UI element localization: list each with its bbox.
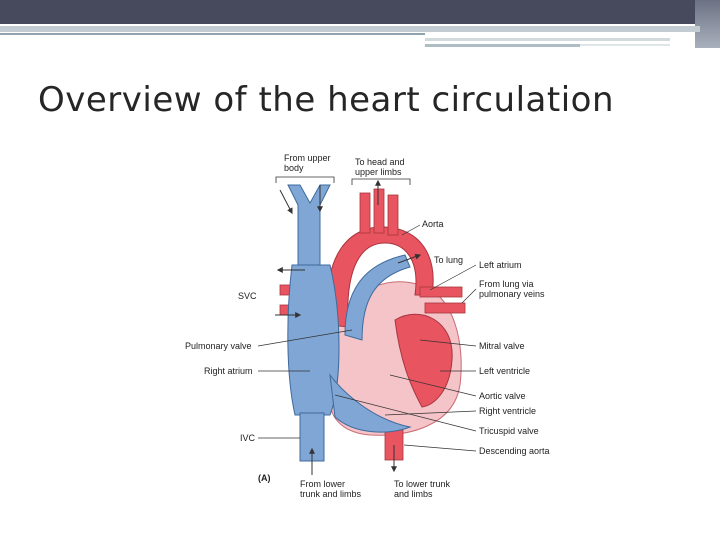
label-from-upper-body: From upper body [284, 153, 333, 173]
pulmonary-vein-1 [419, 286, 463, 298]
head-vessel-3 [387, 194, 399, 236]
arrow-from-upper-body-1 [279, 189, 293, 215]
label-right-atrium: Right atrium [204, 366, 253, 376]
slide-header-rule-accent [0, 33, 425, 35]
right-atrium [287, 264, 340, 416]
left-ventricle [394, 313, 453, 408]
pulmonary-trunk [344, 254, 411, 341]
bracket-head-limbs [351, 178, 411, 185]
label-aortic-valve: Aortic valve [479, 391, 526, 401]
label-right-ventricle: Right ventricle [479, 406, 536, 416]
bracket-upper-body [275, 176, 335, 183]
label-from-lung: From lung via pulmonary veins [479, 279, 545, 299]
slide-header-rule-right-thin [580, 44, 670, 46]
label-from-lower: From lower trunk and limbs [300, 479, 362, 499]
leader-aortic-valve [389, 374, 477, 397]
slide-header-rule [0, 26, 700, 32]
slide-header-rule-right [425, 38, 670, 41]
slide-title: Overview of the heart circulation [38, 80, 615, 120]
leader-tricuspid [334, 394, 477, 432]
pulmonary-vein-2 [424, 302, 466, 314]
arrow-to-lung [397, 253, 422, 264]
label-tricuspid-valve: Tricuspid valve [479, 426, 539, 436]
label-ivc: IVC [240, 433, 256, 443]
label-to-head: To head and upper limbs [355, 157, 407, 177]
leader-mitral [419, 339, 477, 347]
label-panel-a: (A) [258, 473, 271, 483]
superior-vena-cava [287, 184, 331, 266]
label-mitral-valve: Mitral valve [479, 341, 525, 351]
leader-from-lung [461, 288, 477, 304]
label-descending-aorta: Descending aorta [479, 446, 550, 456]
label-to-lung: To lung [434, 255, 463, 265]
slide-header-rule-right-accent [425, 44, 580, 47]
leader-pulmonary-valve [257, 329, 353, 347]
label-pulmonary-valve: Pulmonary valve [185, 341, 252, 351]
right-ventricle [329, 373, 412, 433]
label-left-atrium: Left atrium [479, 260, 522, 270]
label-aorta: Aorta [422, 219, 444, 229]
slide-top-bar-edge [695, 0, 720, 48]
label-svc: SVC [238, 291, 257, 301]
leader-descending-aorta [403, 444, 477, 452]
head-vessel-1 [359, 192, 371, 234]
leader-right-ventricle [384, 410, 477, 416]
head-vessel-2 [373, 188, 385, 234]
label-to-lower: To lower trunk and limbs [394, 479, 453, 499]
label-left-ventricle: Left ventricle [479, 366, 530, 376]
heart-circulation-diagram: From upper body To head and upper limbs … [185, 153, 550, 499]
slide-top-bar [0, 0, 720, 24]
leader-left-atrium [429, 264, 477, 291]
leader-aorta [401, 224, 421, 236]
